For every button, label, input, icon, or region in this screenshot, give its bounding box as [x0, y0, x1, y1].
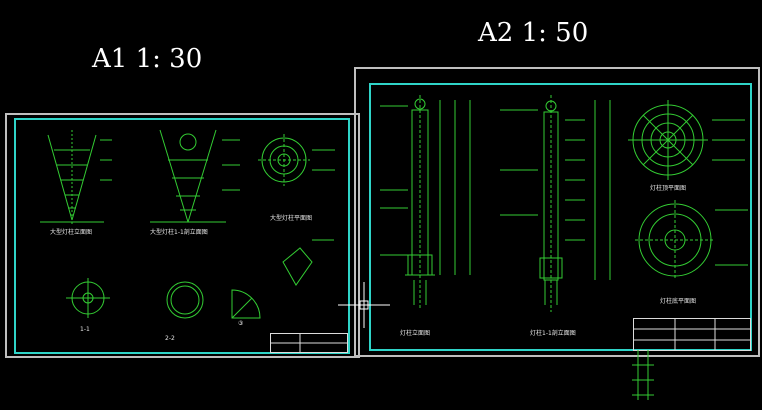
- a1-detail-1: [66, 278, 110, 318]
- sheet-a2-title-block: [633, 318, 751, 351]
- a1-caption-plan: 大型灯柱平面图: [270, 215, 313, 222]
- a1-detail-2: [166, 281, 204, 319]
- a1-caption-detail-2: 2-2: [165, 335, 175, 342]
- a1-detail-3: [231, 289, 261, 319]
- a1-caption-detail-1: 1-1: [80, 326, 90, 333]
- sheet-a2-inner-frame: [369, 83, 752, 351]
- title-block-grid: [270, 318, 751, 353]
- a2-top-plan: [628, 100, 745, 180]
- a2-caption-section: 灯柱1-1剖立面图: [530, 330, 576, 337]
- a2-caption-elevation: 灯柱立面图: [400, 330, 431, 337]
- a2-column-elevation: [380, 95, 471, 310]
- sheet-a1-scale-label: A1 1: 30: [92, 44, 203, 74]
- a2-stray-detail: [632, 350, 654, 400]
- a1-cone-section: [150, 129, 240, 223]
- a1-detail-4: [282, 239, 334, 286]
- a2-caption-top-plan: 灯柱顶平面图: [650, 185, 687, 192]
- a1-plan-view: [258, 134, 335, 186]
- a1-caption-section: 大型灯柱1-1剖立面图: [150, 229, 208, 236]
- sheet-a1-inner-frame: [14, 118, 350, 354]
- a2-caption-base-plan: 灯柱底平面图: [660, 298, 697, 305]
- sheet-a2-outer-frame: [354, 67, 760, 357]
- crosshair-cursor-icon: [338, 282, 390, 328]
- a2-column-section: [500, 95, 611, 312]
- a2-base-plan: [635, 200, 748, 280]
- a1-caption-detail-3: ③: [238, 320, 244, 327]
- sheet-a2-scale-label: A2 1: 50: [478, 18, 589, 48]
- sheet-a1-outer-frame: [5, 113, 360, 358]
- a1-cone-elevation: [40, 130, 112, 225]
- a1-caption-elevation: 大型灯柱立面图: [50, 229, 93, 236]
